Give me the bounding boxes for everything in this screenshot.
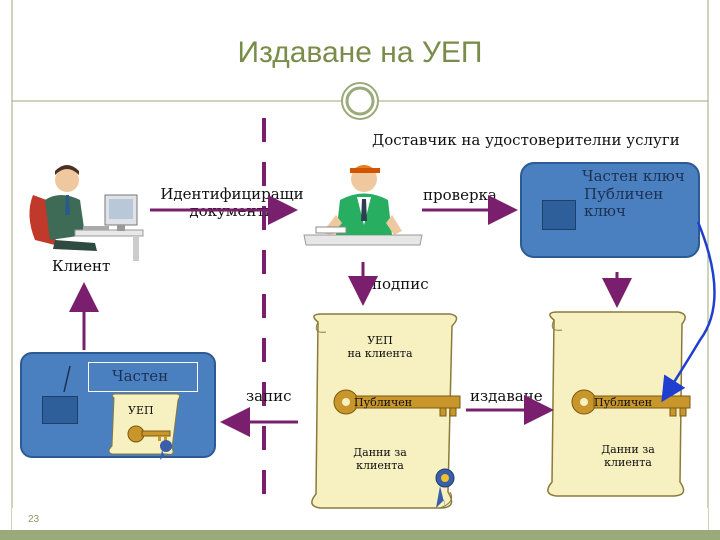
client-box-line-icon: [63, 365, 71, 393]
cert-left-data-line2: клиента: [356, 459, 404, 472]
client-certificate-icon: [108, 393, 181, 460]
provider-label: Доставчик на удостоверителни услуги: [372, 131, 680, 149]
cert-left-heading-line2: на клиента: [347, 347, 413, 360]
id-documents-line1: Идентифициращи: [160, 185, 304, 203]
sign-label: подпис: [372, 275, 429, 293]
cert-left-heading: УЕП на клиента: [330, 334, 430, 360]
certificate-left-scroll: [311, 313, 461, 510]
certificate-right-scroll: [547, 311, 691, 497]
client-private-label: Частен: [112, 367, 169, 385]
page-number: 23: [28, 514, 40, 525]
cert-left-data: Данни за клиента: [350, 446, 410, 472]
separator-dashed-line: [262, 118, 266, 498]
provider-public-key-line2: ключ: [584, 202, 626, 220]
cert-right-data: Данни за клиента: [598, 443, 658, 469]
page-title: Издаване на УЕП: [237, 36, 483, 69]
cert-left-data-line1: Данни за: [353, 446, 407, 459]
cert-left-key-label: Публичен: [354, 396, 413, 409]
client-uep-label: УЕП: [128, 404, 154, 417]
client-figure-icon: [29, 165, 144, 261]
check-label: проверка: [423, 186, 497, 204]
client-key-square-icon: [42, 396, 78, 424]
provider-figure-icon: [303, 165, 423, 246]
provider-private-key-label: Частен ключ: [582, 167, 685, 185]
client-label: Клиент: [52, 257, 111, 275]
provider-key-square-icon: [542, 200, 576, 230]
client-private-tab: [88, 362, 198, 392]
cert-right-data-line1: Данни за: [601, 443, 655, 456]
cert-right-data-line2: клиента: [604, 456, 652, 469]
arrow-public-key: [661, 221, 716, 403]
provider-public-key-line1: Публичен: [584, 185, 664, 203]
cert-left-heading-line1: УЕП: [367, 334, 393, 347]
cert-right-key-label: Публичен: [594, 396, 653, 409]
provider-public-key-label: Публичен ключ: [584, 186, 663, 220]
write-label: запис: [246, 387, 292, 405]
